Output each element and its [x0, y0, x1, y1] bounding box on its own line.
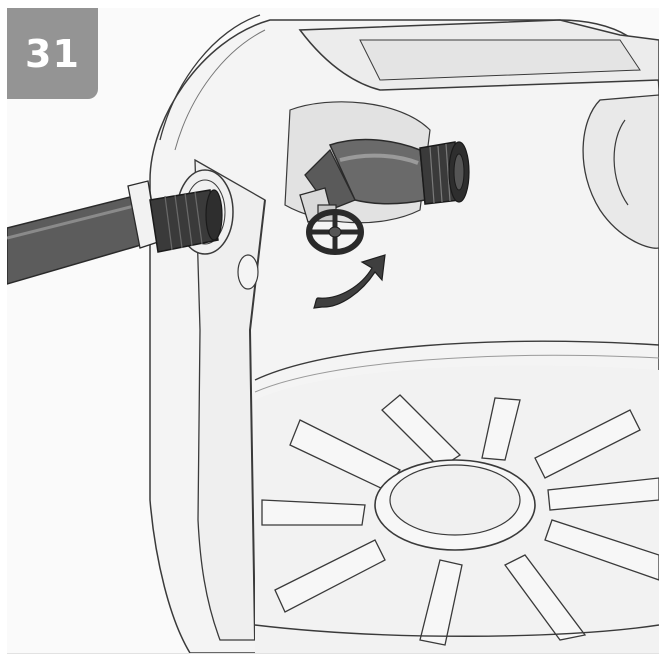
handwheel-icon	[306, 209, 364, 255]
tank-top-inner	[359, 39, 641, 81]
tank-bottom-rim	[254, 624, 659, 637]
tank-left-ridge-2	[174, 29, 266, 151]
tank-left-ridge	[159, 14, 261, 141]
step-number: 31	[25, 31, 80, 76]
rotation-arrow-icon	[313, 254, 386, 309]
step-number-badge: 31	[7, 8, 98, 99]
tank-right-bulge	[582, 94, 659, 249]
tank-inner-wall	[254, 340, 659, 381]
tank-right-bulge-inner	[613, 119, 629, 206]
tank-base-ribs-icon	[261, 394, 659, 646]
illustration	[7, 14, 659, 653]
wall-plug	[237, 254, 259, 290]
illustration-frame	[7, 8, 659, 654]
cutaway-edge	[248, 199, 266, 641]
